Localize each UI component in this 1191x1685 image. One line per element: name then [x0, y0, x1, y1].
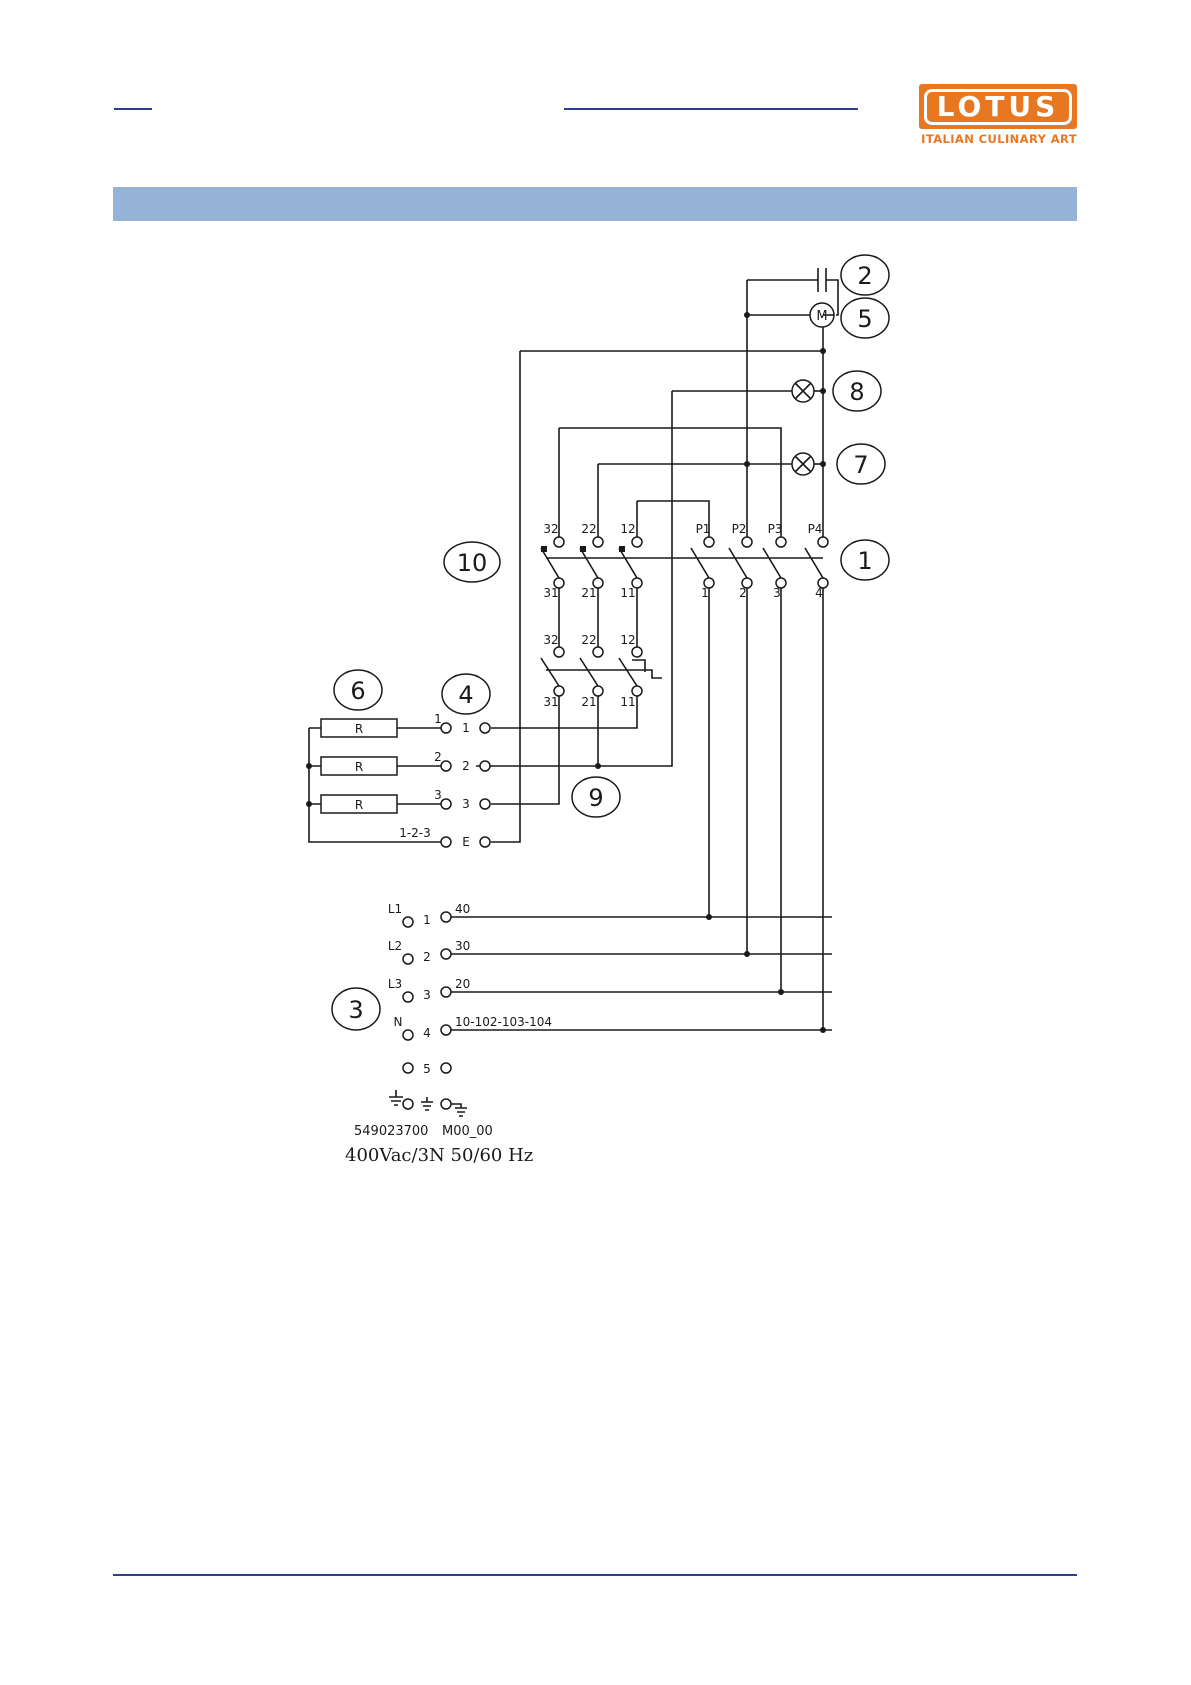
callout-9: 9: [572, 777, 620, 817]
callout-7: 7: [837, 444, 885, 484]
callout-4: 4: [442, 674, 490, 714]
wire-label: 40: [455, 902, 470, 916]
svg-text:R: R: [355, 760, 363, 774]
supply-rating: 400Vac/3N 50/60 Hz: [345, 1145, 533, 1166]
terminal-label: 12: [620, 522, 635, 536]
terminal-label: 11: [620, 695, 635, 709]
terminal-number: 1: [462, 721, 470, 735]
svg-text:R: R: [355, 798, 363, 812]
revision-code: M00_00: [442, 1124, 493, 1139]
terminal-label: 31: [543, 586, 558, 600]
svg-text:1: 1: [857, 547, 872, 575]
svg-text:2: 2: [857, 262, 872, 290]
callout-2: 2: [841, 255, 889, 295]
callout-10: 10: [444, 542, 500, 582]
svg-text:5: 5: [857, 305, 872, 333]
terminal-label: 3: [773, 586, 781, 600]
callout-3: 3: [332, 988, 380, 1030]
signal-lamp-icon: [792, 380, 814, 402]
callout-8: 8: [833, 371, 881, 411]
terminal-number: 3: [423, 988, 431, 1002]
svg-text:3: 3: [348, 996, 363, 1024]
svg-text:10: 10: [457, 549, 488, 577]
terminal-label: 11: [620, 586, 635, 600]
svg-text:6: 6: [350, 677, 365, 705]
wire-label: 30: [455, 939, 470, 953]
heater-terminal-block: [441, 723, 490, 847]
terminal-label: 31: [543, 695, 558, 709]
svg-text:R: R: [355, 722, 363, 736]
terminal-label: 4: [815, 586, 823, 600]
footer-rule: [113, 1574, 1077, 1576]
resistor: R: [321, 757, 397, 775]
terminal-label: P1: [696, 522, 711, 536]
resistor: R: [321, 719, 397, 737]
terminal-label: 22: [581, 633, 596, 647]
phase-label: L3: [388, 977, 402, 991]
callout-1: 1: [841, 540, 889, 580]
terminal-label: 32: [543, 522, 558, 536]
terminal-label: 1: [701, 586, 709, 600]
earth-icon: [421, 1097, 433, 1110]
terminal-label: P4: [808, 522, 823, 536]
terminal-label: 21: [581, 586, 596, 600]
terminal-number: E: [462, 835, 470, 849]
terminal-number: 3: [462, 797, 470, 811]
terminal-label: P2: [732, 522, 747, 536]
terminal-number: 5: [423, 1062, 431, 1076]
svg-text:9: 9: [588, 784, 603, 812]
terminal-number: 2: [462, 759, 470, 773]
wire-label: 20: [455, 977, 470, 991]
supply-terminal-block: [403, 912, 451, 1109]
phase-label: L1: [388, 902, 402, 916]
resistor: R: [321, 795, 397, 813]
callout-5: 5: [841, 298, 889, 338]
terminal-number: 4: [423, 1026, 431, 1040]
phase-label: L2: [388, 939, 402, 953]
terminal-label: 12: [620, 633, 635, 647]
earth-icon: [451, 1104, 467, 1116]
svg-text:4: 4: [458, 681, 473, 709]
svg-text:M: M: [816, 309, 827, 324]
switch-contacts-lower: [541, 647, 662, 696]
wire-label: 2: [434, 750, 442, 764]
phase-label: N: [394, 1015, 403, 1029]
signal-lamp-icon: [792, 453, 814, 475]
svg-text:8: 8: [849, 378, 864, 406]
earth-icon: [389, 1090, 403, 1105]
terminal-label: 32: [543, 633, 558, 647]
wire-label: 3: [434, 788, 442, 802]
wire-label: 10-102-103-104: [455, 1015, 552, 1029]
wire-label: 1: [434, 712, 442, 726]
terminal-number: 1: [423, 913, 431, 927]
terminal-label: 21: [581, 695, 596, 709]
switch-contacts-top: [541, 537, 828, 588]
callout-6: 6: [334, 670, 382, 710]
svg-text:7: 7: [853, 451, 868, 479]
terminal-label: 22: [581, 522, 596, 536]
terminal-label: P3: [768, 522, 783, 536]
wire-label: 1-2-3: [399, 826, 431, 840]
drawing-code: 549023700: [354, 1124, 428, 1139]
terminal-number: 2: [423, 950, 431, 964]
terminal-label: 2: [739, 586, 747, 600]
